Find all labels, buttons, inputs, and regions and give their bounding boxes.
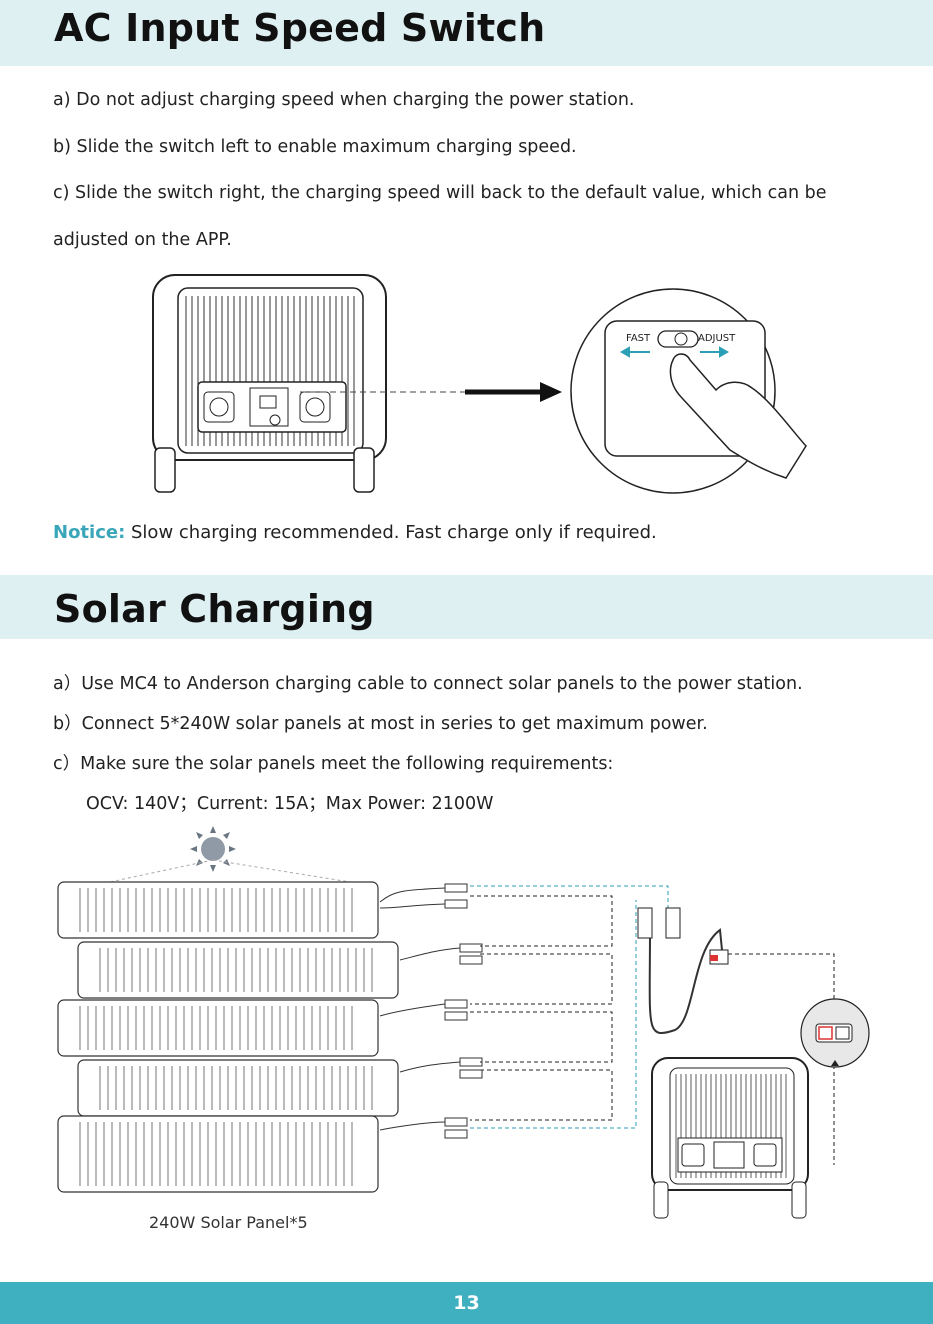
section2-line-a: a）Use MC4 to Anderson charging cable to … bbox=[53, 674, 803, 694]
section2-line-specs: OCV: 140V；Current: 15A；Max Power: 2100W bbox=[86, 794, 494, 814]
series-wiring-diagram bbox=[470, 885, 835, 1165]
power-station-illustration bbox=[152, 274, 387, 493]
page-number: 13 bbox=[453, 1292, 480, 1314]
notice-line: Notice: Slow charging recommended. Fast … bbox=[53, 522, 657, 543]
switch-fast-label: FAST bbox=[626, 333, 651, 344]
solar-panel-caption: 240W Solar Panel*5 bbox=[149, 1213, 308, 1232]
sun-icon bbox=[190, 826, 236, 872]
switch-zoom-illustration bbox=[570, 288, 807, 494]
section1-line-c: c) Slide the switch right, the charging … bbox=[53, 183, 827, 203]
section2-title: Solar Charging bbox=[54, 587, 375, 631]
section1-line-c-cont: adjusted on the APP. bbox=[53, 230, 232, 250]
callout-connector bbox=[300, 382, 562, 402]
anderson-port-zoom bbox=[800, 998, 870, 1068]
section2-header-band bbox=[0, 575, 933, 639]
section1-line-b: b) Slide the switch left to enable maxim… bbox=[53, 137, 577, 157]
section1-header-band bbox=[0, 0, 933, 66]
power-station-bottom-illustration bbox=[651, 1057, 809, 1219]
solar-panels-illustration bbox=[57, 859, 483, 1193]
switch-adjust-label: ADJUST bbox=[698, 333, 736, 344]
notice-text: Slow charging recommended. Fast charge o… bbox=[125, 522, 657, 543]
section1-title: AC Input Speed Switch bbox=[54, 6, 546, 50]
section2-line-c: c）Make sure the solar panels meet the fo… bbox=[53, 754, 614, 774]
notice-keyword: Notice: bbox=[53, 522, 126, 543]
section1-line-a: a) Do not adjust charging speed when cha… bbox=[53, 90, 635, 110]
section2-line-b: b）Connect 5*240W solar panels at most in… bbox=[53, 714, 708, 734]
page-footer bbox=[0, 1282, 933, 1324]
